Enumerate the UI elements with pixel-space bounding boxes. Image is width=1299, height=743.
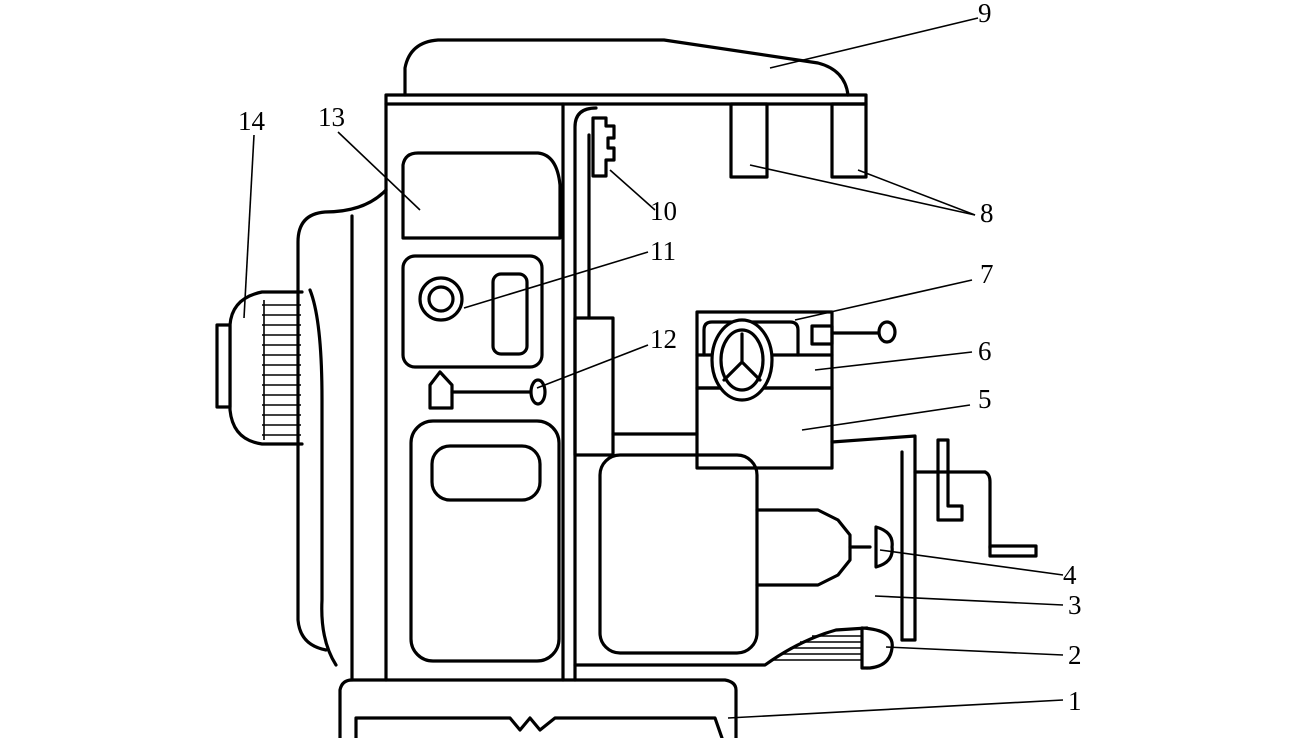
label-9: 9	[978, 0, 992, 28]
label-8: 8	[980, 198, 994, 228]
label-11: 11	[650, 236, 676, 266]
control-panel	[401, 254, 544, 369]
overarm-base-plate	[384, 93, 868, 106]
label-14: 14	[238, 106, 266, 136]
handwheel-inner	[719, 328, 765, 392]
speed-window	[491, 272, 529, 356]
elevating-screw	[755, 508, 852, 587]
knee-cap	[860, 626, 894, 670]
table-lever-block	[810, 324, 834, 346]
spindle	[591, 116, 616, 178]
label-1: 1	[1068, 686, 1082, 716]
arbor-support-left	[729, 102, 769, 179]
column-guideway	[573, 106, 598, 682]
motor-housing-curve	[308, 288, 338, 667]
label-2: 2	[1068, 640, 1082, 670]
table-lever-knob	[877, 320, 897, 344]
lower-door	[409, 419, 561, 663]
knee-window	[598, 453, 759, 655]
label-7: 7	[980, 259, 994, 289]
label-5: 5	[978, 384, 992, 414]
label-3: 3	[1068, 590, 1082, 620]
machine-base	[338, 678, 738, 740]
screw-knob	[874, 525, 894, 569]
handwheel-spokes	[722, 332, 762, 382]
arbor-support-right	[830, 102, 868, 179]
upper-panel	[401, 151, 562, 240]
motor-fins	[262, 300, 301, 440]
leader-lines	[243, 17, 1064, 719]
lever-knob	[529, 378, 547, 406]
label-4: 4	[1063, 560, 1077, 590]
label-13: 13	[318, 102, 345, 132]
crank-bracket	[936, 438, 964, 522]
overarm	[403, 38, 850, 97]
crank-handle	[988, 544, 1038, 558]
label-6: 6	[978, 336, 992, 366]
speed-dial-inner	[427, 285, 455, 313]
lower-door-window	[430, 444, 542, 502]
speed-dial-outer	[418, 276, 464, 322]
knee-front	[830, 434, 917, 642]
label-12: 12	[650, 324, 677, 354]
knee-ribs	[772, 635, 862, 661]
vertical-slide	[573, 316, 615, 457]
motor-end-cap	[215, 323, 232, 409]
motor-housing	[296, 188, 388, 652]
label-10: 10	[650, 196, 677, 226]
crank-arm	[983, 470, 992, 550]
knee	[573, 626, 871, 670]
base-foot	[354, 716, 724, 740]
lever-base	[428, 370, 454, 410]
